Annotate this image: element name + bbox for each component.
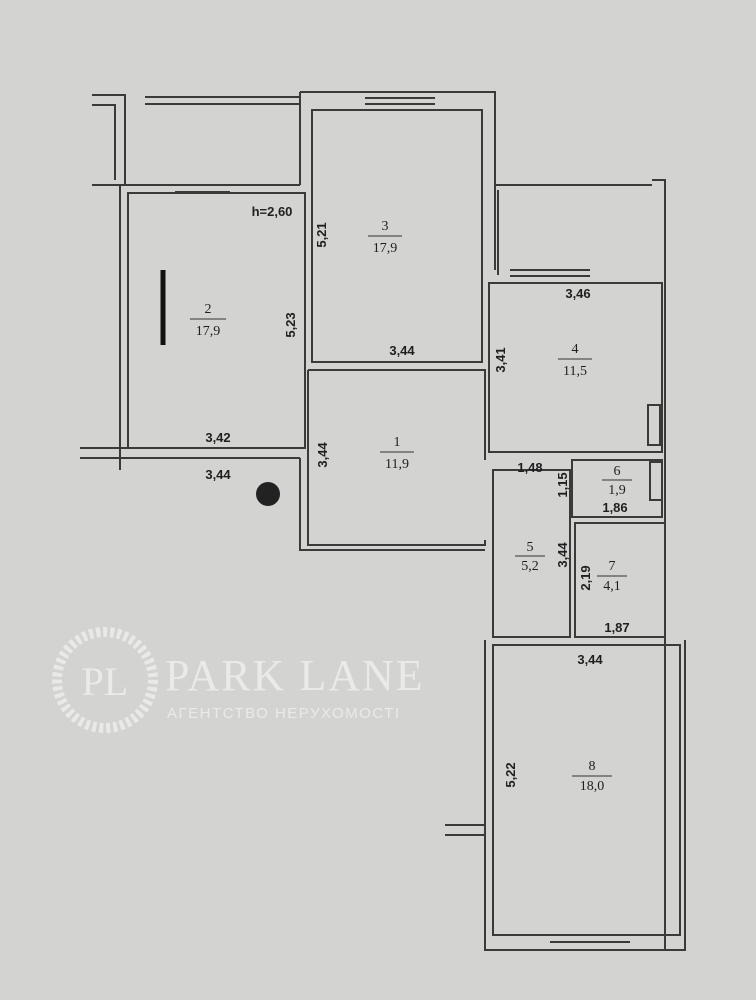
loggia-window — [145, 96, 300, 105]
room-4-vent — [647, 404, 661, 446]
room-4-area: 11,5 — [563, 364, 587, 379]
loggia-left-wall — [92, 94, 126, 186]
room-2-number: 2 — [205, 302, 212, 317]
dim-r1-height: 3,44 — [315, 442, 330, 468]
room-6-area: 1,9 — [608, 483, 626, 498]
room-1-area: 11,9 — [385, 457, 409, 472]
room-5-number: 5 — [527, 540, 534, 555]
dim-r8-width: 3,44 — [577, 652, 603, 667]
room-3-area: 17,9 — [373, 241, 398, 256]
room-8-number: 8 — [589, 759, 596, 774]
room-2-window — [175, 184, 230, 193]
dim-r3-height: 5,21 — [314, 222, 329, 247]
room-8-area: 18,0 — [580, 779, 605, 794]
watermark-brand: PARK LANE — [165, 651, 425, 700]
dim-r2-width-bottom: 3,44 — [205, 467, 231, 482]
walls — [80, 91, 686, 951]
dim-r2-height: 5,23 — [283, 312, 298, 337]
room-3-outer-wall — [299, 91, 496, 270]
room-6-vent — [649, 461, 663, 501]
dim-r7-width: 1,87 — [604, 620, 629, 635]
room-labels: 3 17,9 2 17,9 4 11,5 1 11,9 6 1,9 5 5,2 … — [190, 219, 632, 794]
room-8-window — [550, 934, 630, 943]
ceiling-height: h=2,60 — [252, 204, 293, 219]
watermark-wreath — [52, 627, 158, 733]
room-1-number: 1 — [394, 435, 401, 450]
room-3-outline — [311, 109, 483, 363]
room-2-area: 17,9 — [196, 324, 221, 339]
dimensions: h=2,60 5,23 3,42 3,44 5,21 3,44 3,46 3,4… — [205, 204, 629, 788]
dim-r4-width: 3,46 — [565, 286, 590, 301]
dim-r7-height: 2,19 — [578, 565, 593, 590]
dim-r4-height: 3,41 — [493, 347, 508, 372]
room-4-window — [510, 269, 590, 277]
dim-r2-width-top: 3,42 — [205, 430, 230, 445]
balcony-right — [495, 179, 666, 950]
room-5-outline — [492, 469, 571, 638]
room-7-number: 7 — [609, 559, 616, 574]
dim-corridor-width: 1,48 — [517, 460, 542, 475]
dim-r6-width: 1,86 — [602, 500, 627, 515]
dim-r3-width: 3,44 — [389, 343, 415, 358]
room-6-number: 6 — [614, 464, 621, 479]
room-4-outline — [488, 282, 663, 453]
room-1-outline — [299, 369, 486, 551]
room-3-number: 3 — [382, 219, 389, 234]
room-5-area: 5,2 — [521, 559, 539, 574]
room-4-number: 4 — [572, 342, 579, 357]
watermark-logo: PL — [82, 659, 129, 704]
room-8-outer-wall — [445, 640, 686, 951]
room-3-window — [365, 97, 435, 105]
dim-r5-height: 3,44 — [555, 542, 570, 568]
dim-r8-height: 5,22 — [503, 762, 518, 787]
room-7-area: 4,1 — [603, 579, 621, 594]
watermark-tagline: АГЕНТСТВО НЕРУХОМОСТІ — [167, 705, 401, 722]
stain-mark — [256, 482, 280, 506]
dim-r6-height: 1,15 — [555, 472, 570, 497]
watermark: PL PARK LANE АГЕНТСТВО НЕРУХОМОСТІ — [52, 482, 425, 733]
room-7-outline — [574, 522, 666, 638]
